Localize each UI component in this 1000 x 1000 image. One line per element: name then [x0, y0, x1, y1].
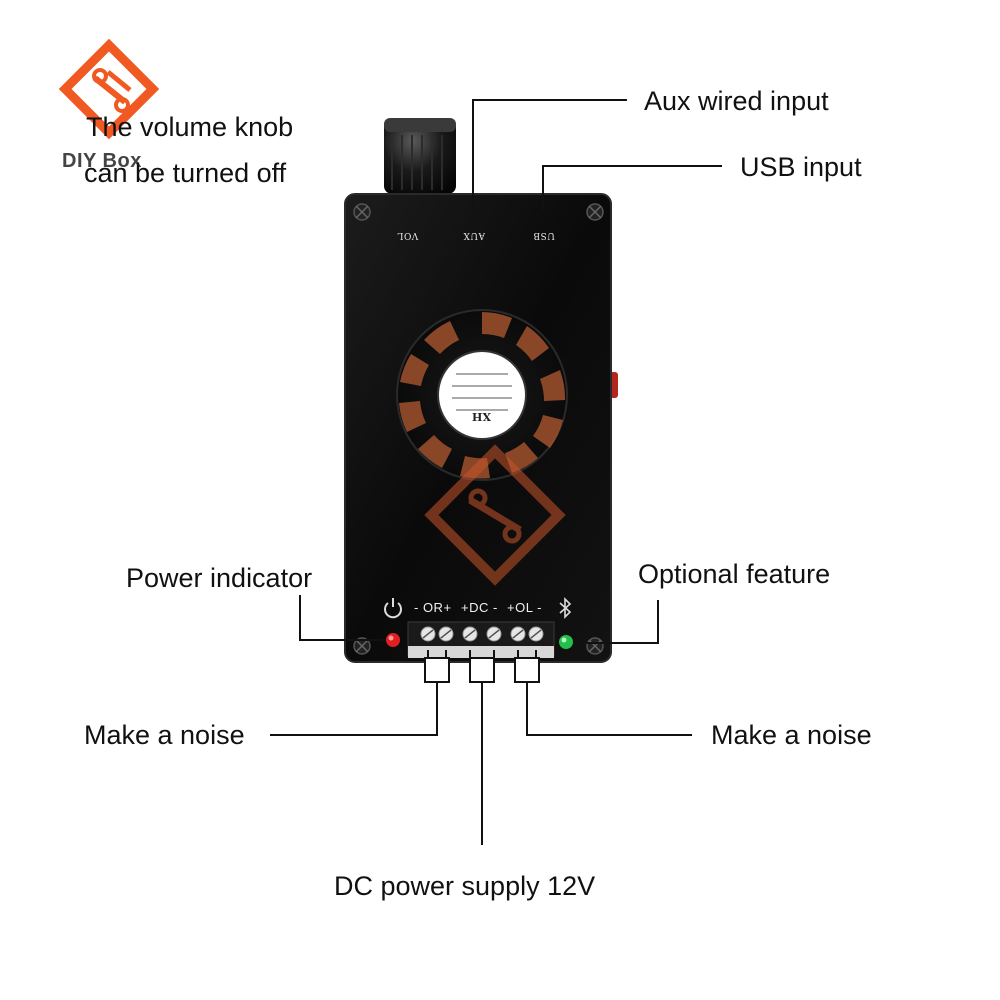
callout-noise-right: Make a noise: [711, 720, 872, 750]
terminal-label-or: - OR+: [414, 600, 452, 615]
corner-screws: [353, 203, 604, 655]
leader-lines: [270, 99, 722, 845]
callout-volume-line1: The volume knob: [86, 112, 294, 142]
terminal-label-dc: +DC -: [461, 600, 498, 615]
diy-box-logo-icon: [58, 38, 160, 140]
panel-label-vol: VOL: [397, 230, 419, 240]
callout-dc-supply: DC power supply 12V: [334, 871, 596, 901]
callout-aux: Aux wired input: [644, 86, 829, 116]
panel-label-aux: AUX: [463, 230, 485, 240]
callout-optional-feature: Optional feature: [638, 559, 831, 589]
cooling-fan: [396, 309, 568, 481]
terminal-label-ol: +OL -: [507, 600, 542, 615]
power-icon: [384, 598, 402, 619]
callout-noise-left: Make a noise: [84, 720, 245, 750]
bluetooth-icon: [559, 597, 572, 619]
panel-label-usb: USB: [533, 230, 555, 240]
status-led-green: [559, 635, 573, 649]
terminal-screws: [420, 626, 544, 642]
callout-usb: USB input: [740, 152, 862, 182]
watermark-logo: [424, 444, 566, 586]
power-led: [386, 633, 400, 647]
fan-brand-label: XH: [472, 410, 491, 423]
terminal-brackets: [424, 657, 540, 683]
callout-volume-line2: can be turned off: [84, 158, 287, 188]
callout-power-indicator: Power indicator: [126, 563, 313, 593]
volume-knob[interactable]: [384, 118, 456, 194]
logo-wordmark: DIY Box: [62, 150, 142, 172]
